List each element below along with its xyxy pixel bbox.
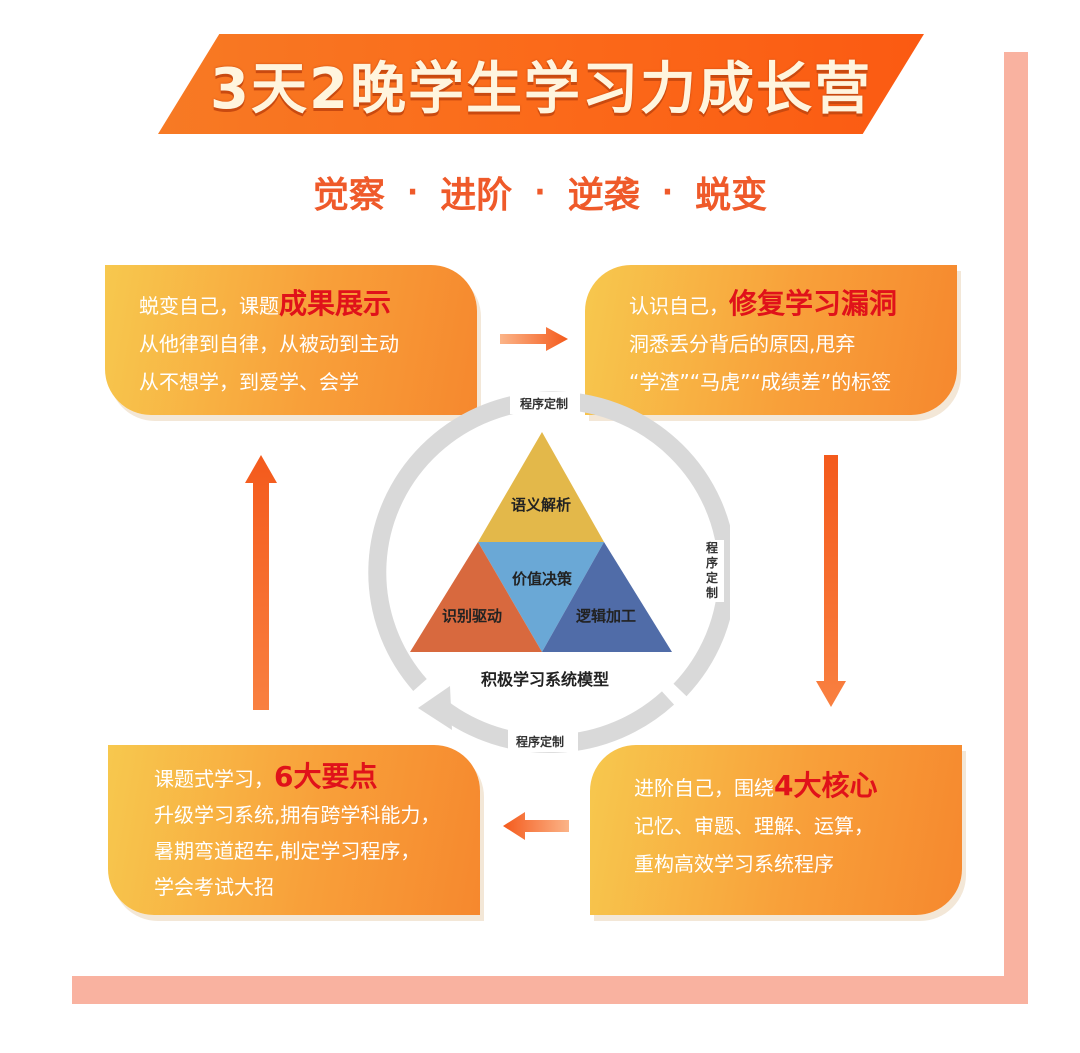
subtitle-item: 蜕变 — [695, 175, 768, 216]
box-line: 蜕变自己，课题成果展示 — [139, 285, 477, 325]
subtitle-item: 觉察 — [312, 175, 385, 216]
triangle-top-label: 语义解析 — [511, 496, 571, 514]
cycle-arrowhead-icon — [418, 686, 452, 730]
subtitle-item: 逆袭 — [567, 175, 640, 216]
box-text: 蜕变自己，课题 — [139, 294, 279, 318]
box-highlight: 4大核心 — [774, 769, 878, 802]
box-line: 重构高效学习系统程序 — [634, 852, 834, 876]
box-text: 进阶自己，围绕 — [634, 776, 774, 800]
box-bottom-right: 进阶自己，围绕4大核心 记忆、审题、理解、运算， 重构高效学习系统程序 — [590, 745, 962, 915]
box-line: 进阶自己，围绕4大核心 — [634, 767, 962, 807]
box-bottom-left: 课题式学习，6大要点 升级学习系统,拥有跨学科能力， 暑期弯道超车,制定学习程序… — [108, 745, 480, 915]
box-top-right: 认识自己，修复学习漏洞 洞悉丢分背后的原因,甩弃 “学渣”“马虎”“成绩差”的标… — [585, 265, 957, 415]
arrow-left-icon — [503, 812, 569, 840]
arrow-right-icon — [500, 327, 568, 351]
cycle-label-right-char: 定 — [706, 570, 718, 585]
subtitle-item: 进阶 — [440, 175, 513, 216]
cycle-label-right-char: 制 — [706, 585, 718, 600]
subtitle-separator: · — [534, 174, 546, 210]
box-top-left: 蜕变自己，课题成果展示 从他律到自律，从被动到主动 从不想学，到爱学、会学 — [105, 265, 477, 415]
box-text: 认识自己， — [629, 294, 729, 318]
triangle-left-label: 识别驱动 — [442, 607, 502, 625]
box-line: 记忆、审题、理解、运算， — [634, 814, 874, 838]
triangle-left — [410, 542, 542, 652]
triangle-center-label: 价值决策 — [512, 570, 573, 588]
box-line: 从不想学，到爱学、会学 — [139, 370, 359, 394]
label-bg — [510, 392, 580, 414]
page-title: 3天2晚学生学习力成长营 — [210, 56, 872, 122]
triangle-right-label: 逻辑加工 — [576, 607, 636, 625]
box-line: 认识自己，修复学习漏洞 — [629, 285, 957, 325]
box-line: 升级学习系统,拥有跨学科能力， — [154, 803, 441, 827]
triangle-center — [478, 542, 604, 652]
label-bg — [700, 540, 724, 602]
cycle-label-right-char: 程 — [706, 540, 718, 555]
arrow-up-icon — [245, 455, 277, 710]
box-line: 暑期弯道超车,制定学习程序， — [154, 839, 421, 863]
box-highlight: 成果展示 — [279, 287, 392, 320]
cycle-label-right: 程序定制 — [706, 540, 718, 600]
box-line: 从他律到自律，从被动到主动 — [139, 332, 399, 356]
model-name: 积极学习系统模型 — [480, 670, 609, 689]
box-line: 课题式学习，6大要点 — [154, 759, 480, 797]
cycle-label-bottom: 程序定制 — [516, 734, 564, 749]
box-text: 课题式学习， — [154, 767, 274, 791]
box-highlight: 修复学习漏洞 — [729, 287, 898, 320]
triangle-right — [542, 542, 672, 652]
subtitle-separator: · — [406, 174, 419, 210]
cycle-label-right-char: 序 — [706, 555, 718, 570]
label-bg — [508, 730, 578, 752]
subtitle-row: 觉察 · 进阶 · 逆袭 · 蜕变 — [0, 162, 1080, 222]
triangle-top — [478, 432, 604, 542]
arrow-down-icon — [816, 455, 846, 707]
box-line: 洞悉丢分背后的原因,甩弃 — [629, 332, 856, 356]
box-line: “学渣”“马虎”“成绩差”的标签 — [629, 370, 892, 394]
cycle-diagram: 程序定制 程序定制 程序定制 语义解析 价值决策 识别驱动 逻辑加工 — [368, 391, 730, 753]
box-line: 学会考试大招 — [154, 875, 274, 899]
box-highlight: 6大要点 — [274, 760, 378, 793]
title-banner — [158, 34, 924, 134]
cycle-label-top: 程序定制 — [520, 396, 568, 411]
subtitle-separator: · — [661, 174, 674, 210]
